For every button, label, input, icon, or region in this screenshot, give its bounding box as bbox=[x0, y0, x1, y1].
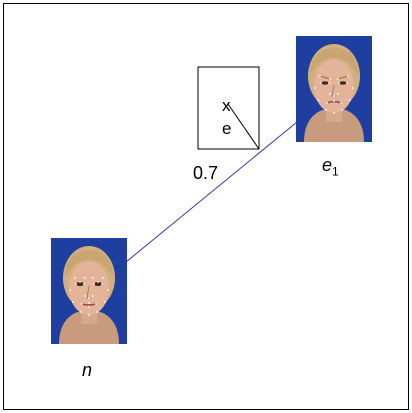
face-photo-n bbox=[51, 238, 127, 344]
glyph-box bbox=[197, 66, 260, 150]
glyph-letter-top: x bbox=[222, 96, 231, 115]
edge-n-to-e1 bbox=[125, 121, 298, 263]
glyph-slash bbox=[227, 103, 260, 150]
edge-weight-label: 0.7 bbox=[193, 163, 219, 183]
edge-weight-glyph bbox=[197, 66, 260, 150]
glyph-letter-bottom: e bbox=[222, 119, 232, 138]
diagram-frame bbox=[3, 3, 409, 410]
node-label-n: n bbox=[82, 360, 93, 380]
node-label-e1: e1 bbox=[322, 156, 339, 178]
node-label-e1-subscript: 1 bbox=[332, 164, 339, 179]
node-label-e1-base: e bbox=[322, 155, 333, 175]
face-photo-e1 bbox=[296, 36, 372, 142]
